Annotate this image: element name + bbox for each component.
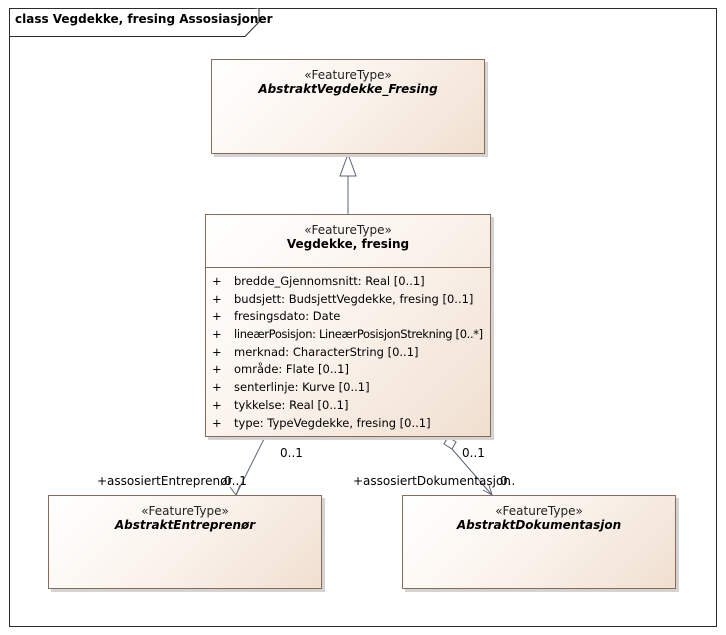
multiplicity-target-dokumentasjon: 0.. xyxy=(500,474,516,488)
class-abstrakt-dokumentasjon[interactable]: «FeatureType» AbstraktDokumentasjon xyxy=(402,495,676,589)
class-vegdekke-fresing[interactable]: «FeatureType» Vegdekke, fresing + bredde_… xyxy=(205,214,491,437)
attribute-row: + senterlinje: Kurve [0..1] xyxy=(212,379,484,397)
stereotype-label: «FeatureType» xyxy=(141,504,229,518)
multiplicity-source-entreprenor: 0..1 xyxy=(280,446,303,460)
class-name: AbstraktDokumentasjon xyxy=(456,518,622,532)
attribute-text: type: TypeVegdekke, fresing [0..1] xyxy=(234,415,431,430)
stereotype-label: «FeatureType» xyxy=(304,68,392,82)
class-name: AbstraktVegdekke_Fresing xyxy=(258,82,438,96)
attribute-list: + bredde_Gjennomsnitt: Real [0..1] + budsj… xyxy=(206,267,490,432)
visibility-marker: + xyxy=(212,291,222,306)
diagram-frame xyxy=(9,8,717,627)
attribute-row: + merknad: CharacterString [0..1] xyxy=(212,344,484,362)
multiplicity-source-dokumentasjon: 0..1 xyxy=(462,446,485,460)
visibility-marker: + xyxy=(212,344,222,359)
generalization-arrowhead xyxy=(339,152,357,177)
class-abstrakt-entreprenor[interactable]: «FeatureType» AbstraktEntreprenør xyxy=(48,495,322,589)
attribute-row: + budsjett: BudsjettVegdekke, fresing [0.… xyxy=(212,291,484,309)
visibility-marker: + xyxy=(212,309,222,324)
association-entreprenor-line xyxy=(235,436,266,496)
attribute-text: område: Flate [0..1] xyxy=(234,362,349,377)
association-dokumentasjon-line xyxy=(451,448,493,496)
class-abstrakt-vegdekke-fresing[interactable]: «FeatureType» AbstraktVegdekke_Fresing xyxy=(211,59,485,154)
attribute-text: bredde_Gjennomsnitt: Real [0..1] xyxy=(234,274,425,288)
aggregation-diamond xyxy=(443,436,457,450)
stereotype-label: «FeatureType» xyxy=(304,223,392,237)
attribute-text: senterlinje: Kurve [0..1] xyxy=(234,380,370,395)
visibility-marker: + xyxy=(212,274,222,288)
multiplicity-target-entreprenor: 0..1 xyxy=(224,474,247,488)
attribute-text: budsjett: BudsjettVegdekke, fresing [0..… xyxy=(234,291,474,306)
visibility-marker: + xyxy=(212,327,222,342)
role-label-dokumentasjon: +assosiertDokumentasjon xyxy=(353,474,511,488)
visibility-marker: + xyxy=(212,362,222,377)
class-name: AbstraktEntreprenør xyxy=(114,518,256,532)
attribute-row: + bredde_Gjennomsnitt: Real [0..1] xyxy=(212,273,484,291)
attribute-row: + fresingsdato: Date xyxy=(212,308,484,326)
role-label-entreprenor: +assosiertEntreprenør xyxy=(97,474,233,488)
attribute-row: + type: TypeVegdekke, fresing [0..1] xyxy=(212,415,484,433)
attribute-text: lineærPosisjon: LineærPosisjonStrekning … xyxy=(234,327,483,342)
diagram-title: class Vegdekke, fresing Assosiasjoner xyxy=(15,12,273,26)
visibility-marker: + xyxy=(212,415,222,430)
attribute-row: + lineærPosisjon: LineærPosisjonStrekning… xyxy=(212,326,484,344)
attribute-text: merknad: CharacterString [0..1] xyxy=(234,344,419,359)
attribute-row: + tykkelse: Real [0..1] xyxy=(212,397,484,415)
attribute-text: tykkelse: Real [0..1] xyxy=(234,397,349,412)
attribute-text: fresingsdato: Date xyxy=(234,309,341,324)
class-name: Vegdekke, fresing xyxy=(286,237,410,251)
visibility-marker: + xyxy=(212,397,222,412)
visibility-marker: + xyxy=(212,380,222,395)
title-tab-shape xyxy=(9,8,260,37)
attribute-row: + område: Flate [0..1] xyxy=(212,361,484,379)
stereotype-label: «FeatureType» xyxy=(495,504,583,518)
